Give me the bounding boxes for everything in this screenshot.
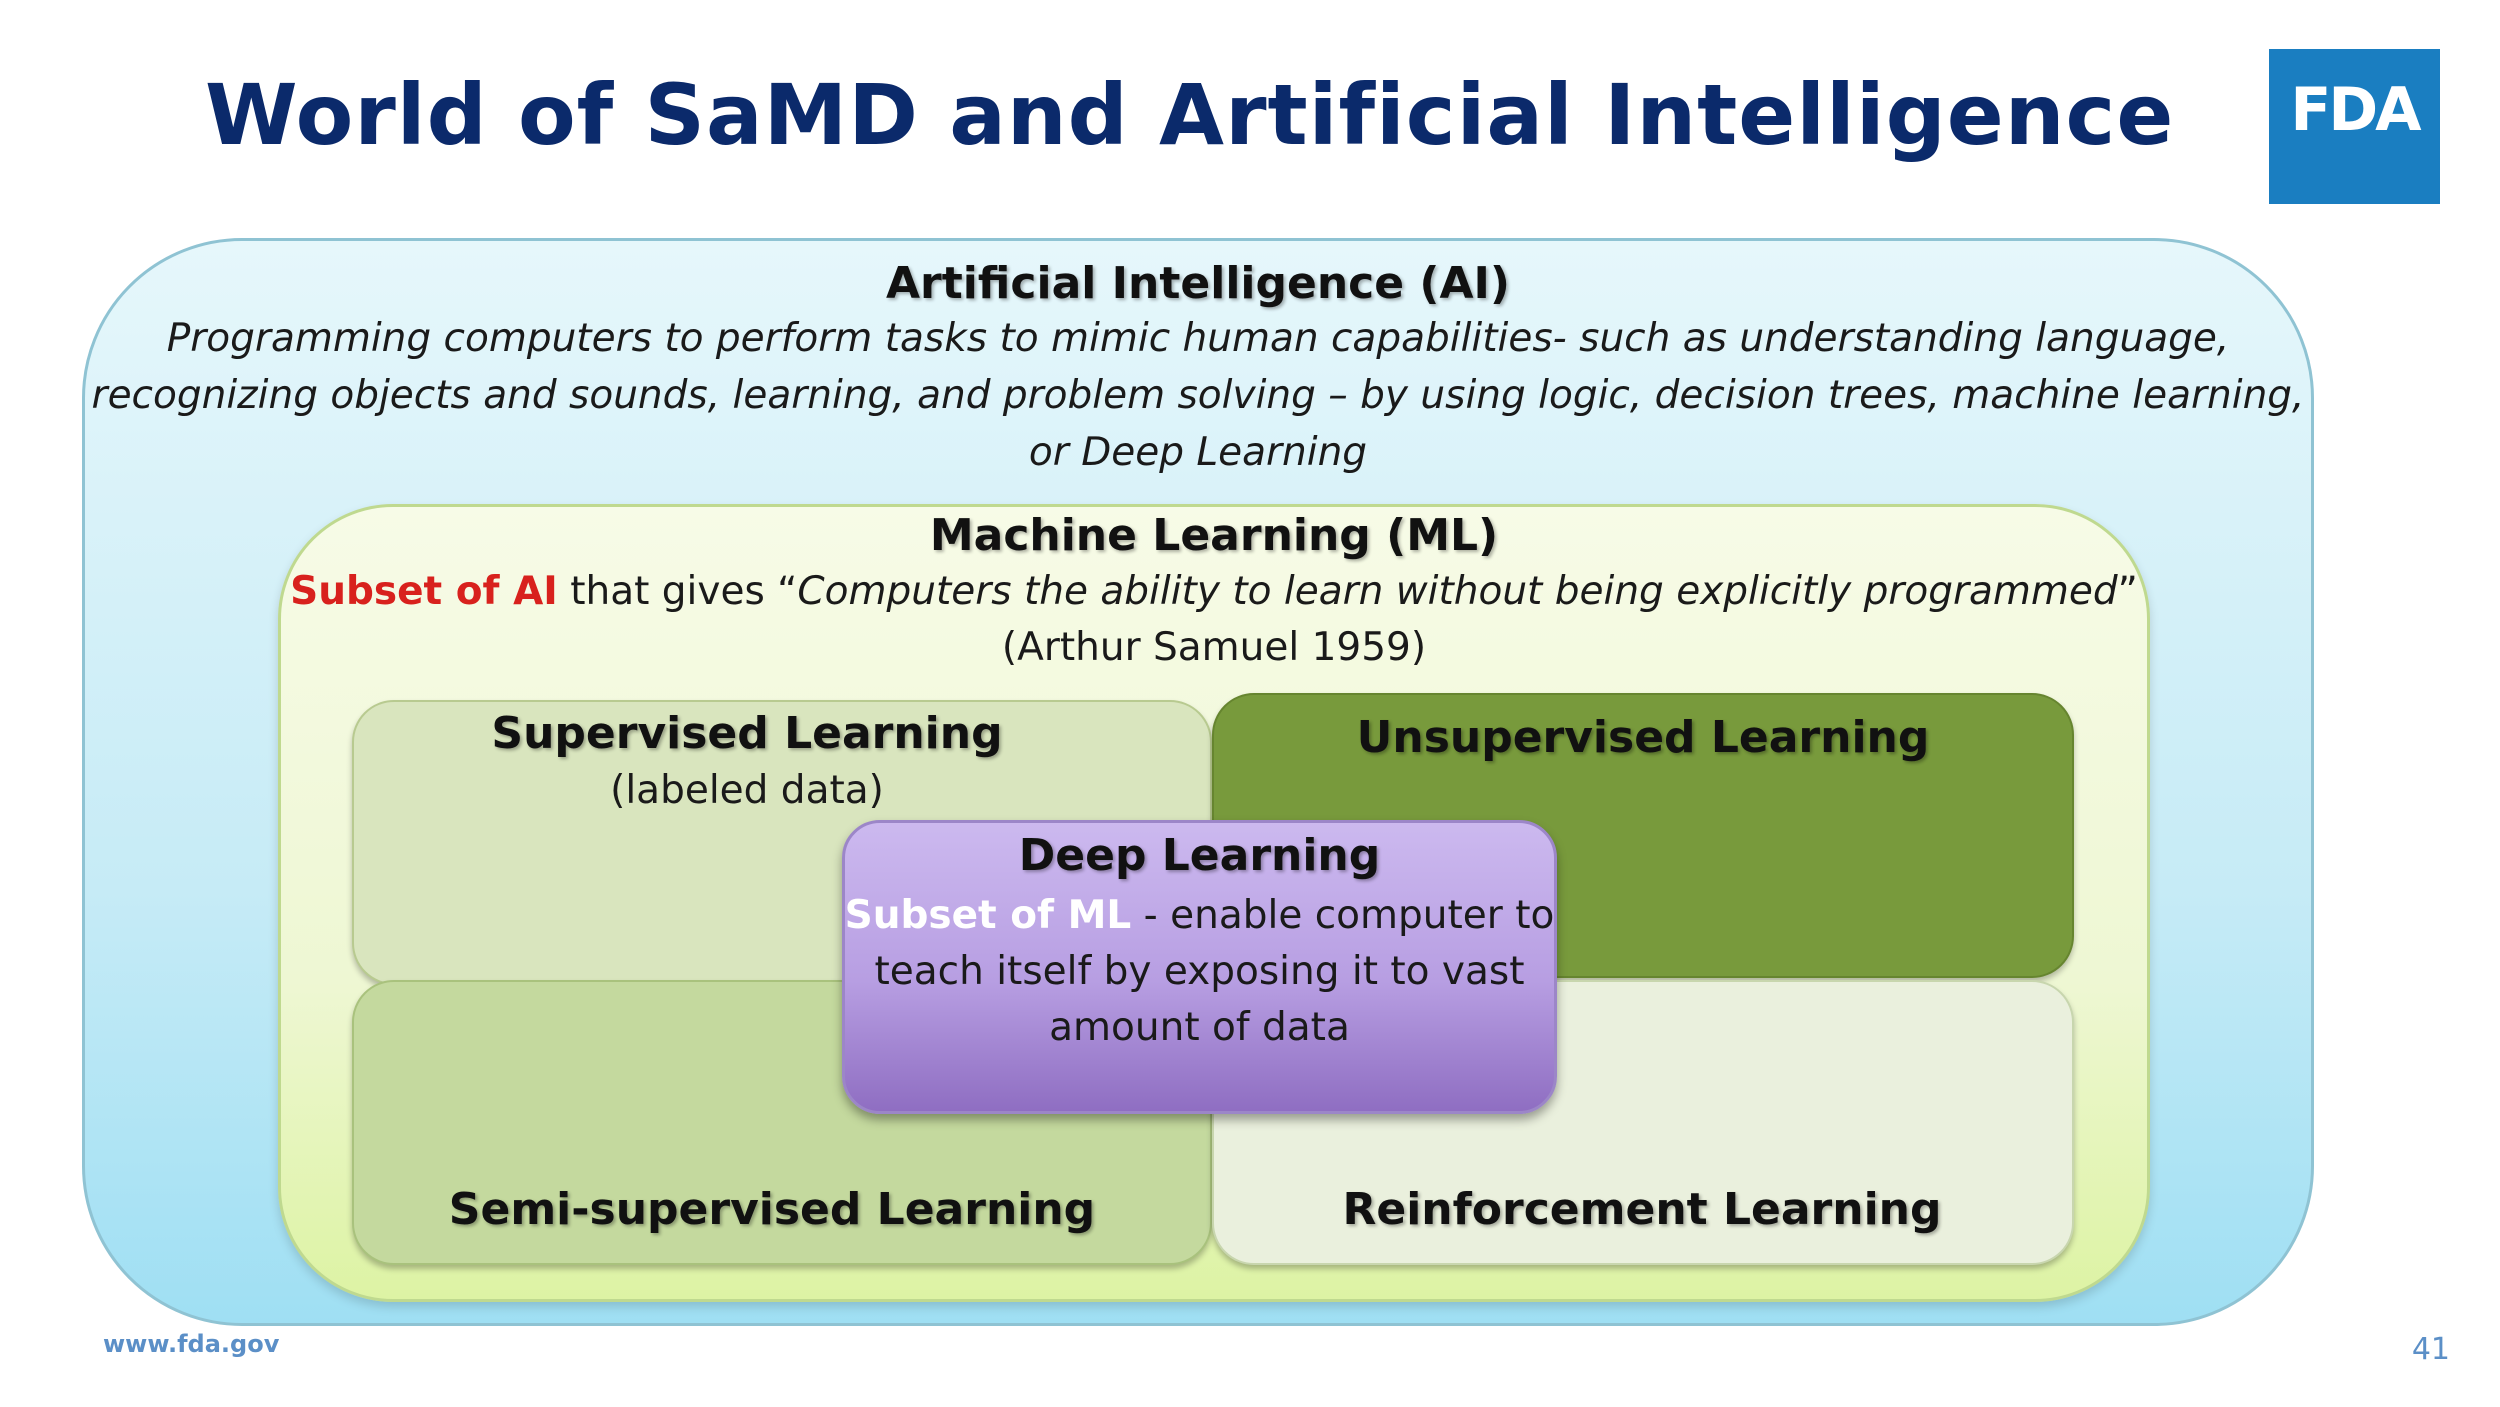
semi-supervised-learning-title: Semi-supervised Learning xyxy=(448,1184,1096,1235)
supervised-learning-title: Supervised Learning xyxy=(491,708,1003,759)
page-number: 41 xyxy=(2411,1332,2450,1367)
footer-url: www.fda.gov xyxy=(103,1330,280,1358)
fda-logo: FDA xyxy=(2269,49,2440,204)
ml-subset-label: Subset of AI xyxy=(290,569,558,614)
ml-title: Machine Learning (ML) xyxy=(929,510,1499,561)
slide-title: World of SaMD and Artificial Intelligenc… xyxy=(205,66,2175,164)
ai-description-line: recognizing objects and sounds, learning… xyxy=(91,373,2305,418)
ml-quote-close: ” xyxy=(2117,569,2138,614)
ml-quote: Computers the ability to learn without b… xyxy=(797,569,2118,614)
deep-learning-line: amount of data xyxy=(1049,1005,1350,1050)
ml-text-plain: that gives “ xyxy=(557,569,798,614)
ml-description: Subset of AI that gives “Computers the a… xyxy=(278,564,2150,620)
deep-learning-line: teach itself by exposing it to vast xyxy=(874,949,1525,994)
deep-learning-line1-text: - enable computer to xyxy=(1131,893,1555,938)
ai-title: Artificial Intelligence (AI) xyxy=(885,258,1511,309)
unsupervised-learning-title: Unsupervised Learning xyxy=(1356,712,1930,763)
deep-learning-subset-label: Subset of ML xyxy=(844,893,1132,938)
deep-learning-title: Deep Learning xyxy=(1018,830,1381,881)
deep-learning-line: Subset of ML - enable computer to xyxy=(842,888,1557,944)
ai-description-line: Programming computers to perform tasks t… xyxy=(166,316,2230,361)
ai-description-line: or Deep Learning xyxy=(1028,430,1368,475)
deep-learning-box xyxy=(842,820,1557,1114)
ml-attribution: (Arthur Samuel 1959) xyxy=(1001,625,1427,670)
supervised-learning-subtitle: (labeled data) xyxy=(610,768,884,813)
reinforcement-learning-title: Reinforcement Learning xyxy=(1342,1184,1942,1235)
